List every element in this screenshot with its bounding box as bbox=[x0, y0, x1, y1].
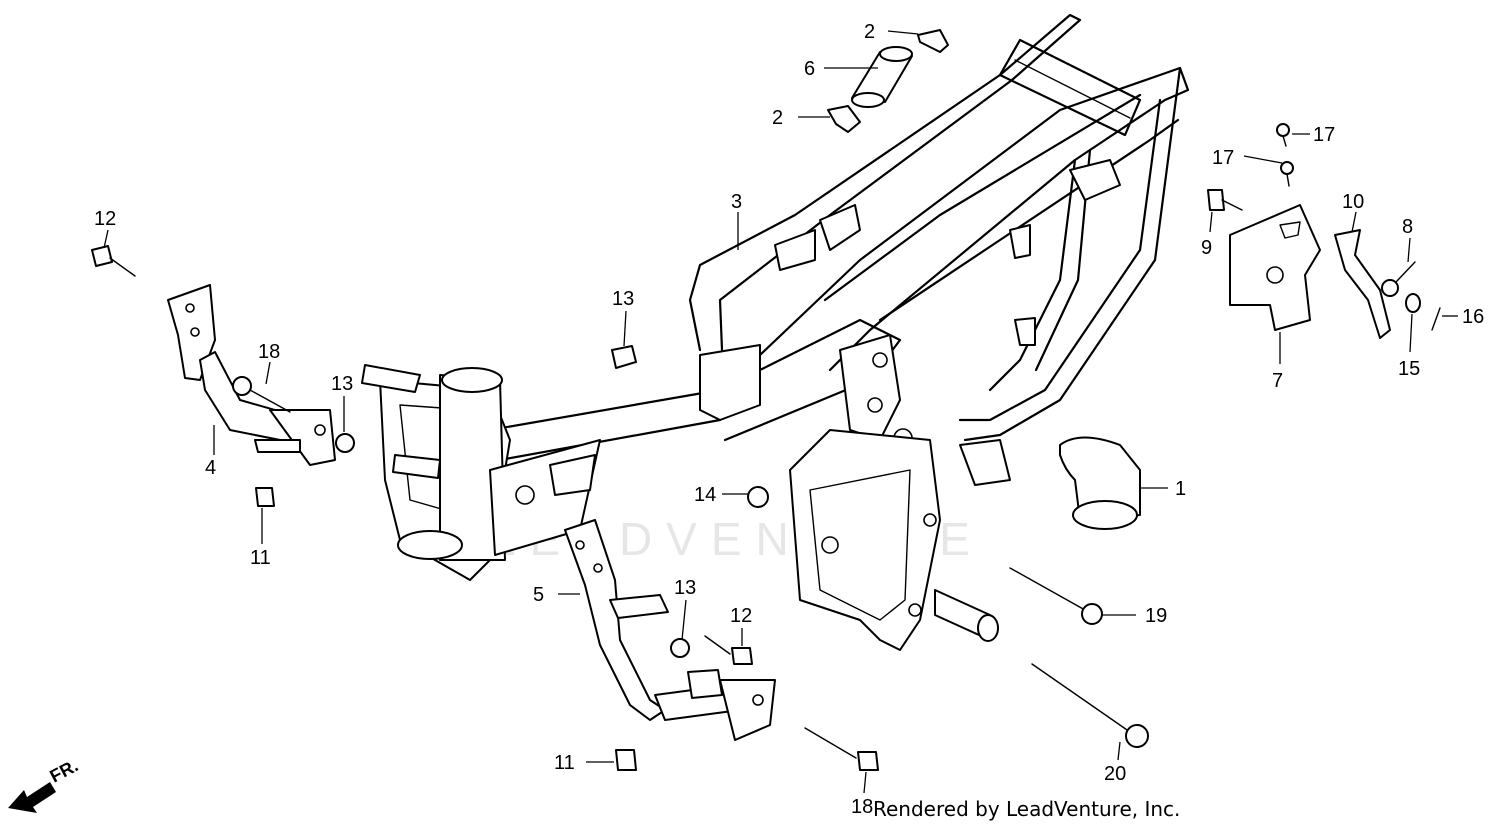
callout-13-top: 13 bbox=[612, 288, 634, 310]
bolt-9 bbox=[1207, 189, 1243, 211]
screw-17-upper bbox=[1276, 123, 1290, 147]
callout-12-upper: 12 bbox=[94, 208, 116, 230]
callout-7: 7 bbox=[1272, 370, 1283, 392]
nut-14 bbox=[747, 486, 769, 508]
callout-20: 20 bbox=[1104, 763, 1126, 785]
spring-8 bbox=[1381, 261, 1416, 297]
callout-10: 10 bbox=[1342, 191, 1364, 213]
cap-11-lower bbox=[615, 749, 637, 771]
nut-13-lower bbox=[670, 638, 690, 658]
callout-2-upper: 2 bbox=[864, 21, 875, 43]
stay-10 bbox=[1334, 229, 1391, 339]
callout-labels: 1 2 2 3 4 5 6 7 8 9 10 11 11 12 12 13 13… bbox=[94, 21, 1484, 818]
callout-6: 6 bbox=[804, 58, 815, 80]
step-bracket-upper bbox=[167, 284, 336, 466]
direction-label: FR. bbox=[46, 755, 81, 786]
pipe-part bbox=[851, 46, 913, 108]
callout-16: 16 bbox=[1462, 306, 1484, 328]
frame-body bbox=[361, 13, 1190, 651]
hose-1 bbox=[1059, 436, 1141, 530]
bolt-12-upper bbox=[91, 245, 136, 277]
callout-1: 1 bbox=[1175, 478, 1186, 500]
cap-11-upper bbox=[255, 487, 275, 507]
front-direction-arrow: FR. bbox=[8, 755, 81, 813]
bolt-18-upper bbox=[232, 376, 291, 413]
callout-19: 19 bbox=[1145, 605, 1167, 627]
washer-15 bbox=[1405, 293, 1421, 313]
callout-5: 5 bbox=[533, 584, 544, 606]
clip-lower bbox=[827, 105, 861, 133]
bolt-20 bbox=[1031, 663, 1149, 748]
callout-11-lower: 11 bbox=[554, 752, 575, 774]
callout-13-left: 13 bbox=[331, 373, 353, 395]
clip-upper bbox=[917, 29, 949, 53]
callout-14: 14 bbox=[694, 484, 716, 506]
callout-18-lower: 18 bbox=[851, 796, 873, 818]
credit-text: Rendered by LeadVenture, Inc. bbox=[873, 797, 1180, 821]
callout-12-lower: 12 bbox=[730, 605, 752, 627]
callout-11-upper: 11 bbox=[250, 547, 271, 569]
screw-17-lower bbox=[1280, 161, 1294, 187]
callout-15: 15 bbox=[1398, 358, 1420, 380]
callout-13-lower: 13 bbox=[674, 577, 696, 599]
leader-lines bbox=[103, 30, 1458, 794]
callout-3: 3 bbox=[731, 191, 742, 213]
callout-17-upper: 17 bbox=[1313, 124, 1335, 146]
callout-4: 4 bbox=[205, 457, 216, 479]
bolt-12-lower bbox=[704, 635, 753, 665]
callout-2-lower: 2 bbox=[772, 107, 783, 129]
callout-17-lower: 17 bbox=[1212, 147, 1234, 169]
arrow-icon bbox=[8, 782, 56, 813]
pin-16 bbox=[1431, 307, 1441, 331]
callout-9: 9 bbox=[1201, 237, 1212, 259]
bolt-18-lower bbox=[804, 727, 879, 771]
step-bracket-lower bbox=[564, 519, 776, 741]
nut-13-left bbox=[335, 433, 355, 453]
callout-18-upper: 18 bbox=[258, 341, 280, 363]
bracket-7 bbox=[1229, 204, 1321, 331]
bolt-19 bbox=[1009, 567, 1103, 625]
callout-8: 8 bbox=[1402, 216, 1413, 238]
nut-13-top bbox=[611, 345, 637, 369]
